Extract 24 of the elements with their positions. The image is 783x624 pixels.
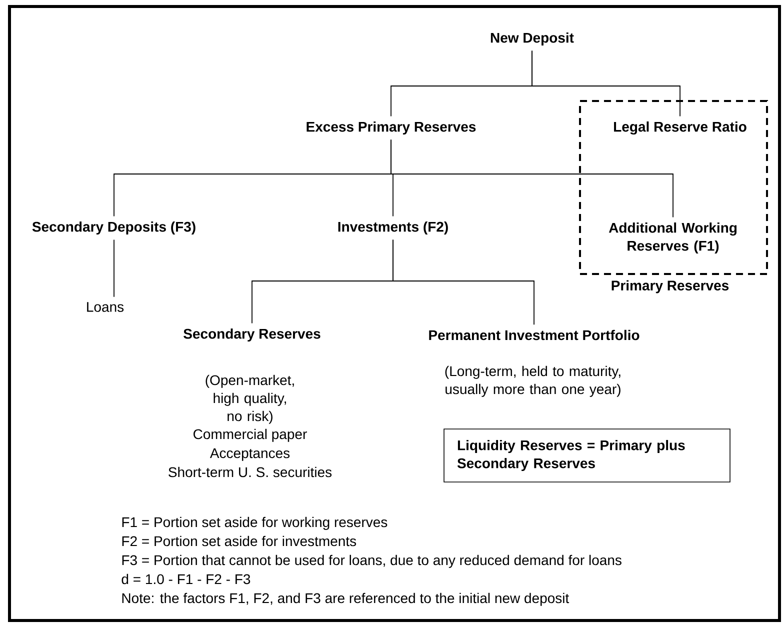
category-label: Excess Primary Reserves xyxy=(306,121,476,135)
category-label: Additional Working Reserves (F1) xyxy=(608,222,737,254)
description-text: (Open-market, high quality, no risk) xyxy=(206,374,294,424)
description-text: (Long-term, held to maturity, usually more than one year) xyxy=(445,366,620,397)
footnote: F1 = Portion set aside for working reserves xyxy=(122,516,388,530)
description-text: Short-term U. S. securities xyxy=(168,466,332,478)
connector-line xyxy=(532,50,680,117)
footnote: d = 1.0 - F1 - F2 - F3 xyxy=(122,574,250,584)
category-label: Legal Reserve Ratio xyxy=(614,121,746,135)
note-box: Liquidity Reserves = Primary plus Secondary Reserves xyxy=(444,428,730,482)
category-label: Secondary Reserves xyxy=(184,328,320,342)
connector-line xyxy=(392,239,534,326)
category-label: New Deposit xyxy=(490,32,574,46)
category-label: Secondary Deposits (F3) xyxy=(32,221,196,235)
node-label: Primary Reserves xyxy=(612,280,729,294)
connector-line xyxy=(390,139,674,218)
category-label: Permanent Investment Portfolio xyxy=(429,330,640,340)
footnote: F2 = Portion set aside for investments xyxy=(122,536,356,546)
description-text: Commercial paper xyxy=(194,428,307,442)
description-text: Acceptances xyxy=(210,448,290,461)
footnote: F3 = Portion that cannot be used for loans, due to any reduced demand for loans xyxy=(122,554,622,568)
category-label: Loans xyxy=(87,302,124,312)
footnote: Note: the factors F1, F2, and F3 are referenced to the initial new deposit xyxy=(122,592,570,606)
category-label: Investments (F2) xyxy=(338,221,448,235)
